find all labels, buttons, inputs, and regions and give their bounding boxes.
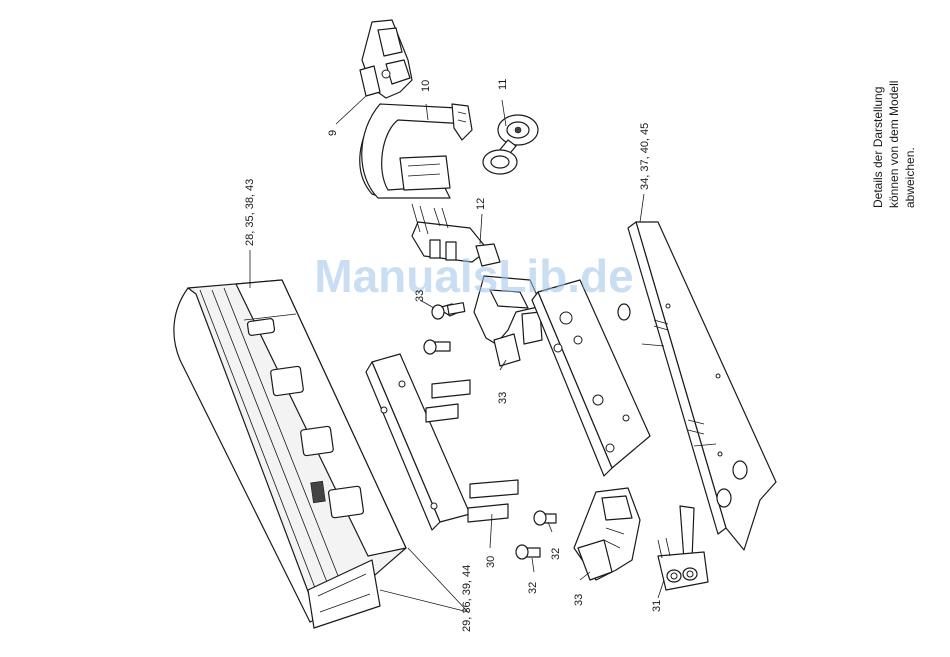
callout-28: 28, 35, 38, 43 <box>244 179 256 246</box>
callout-30: 30 <box>485 556 497 568</box>
callout-33-b: 33 <box>497 392 509 404</box>
note-line-1: Details der Darstellung <box>871 87 885 208</box>
part-9-coupler <box>360 20 412 98</box>
part-11-wheelset <box>483 115 538 174</box>
callout-32-a: 32 <box>527 582 539 594</box>
part-plate <box>532 280 650 476</box>
watermark: ManualsLib.de <box>314 250 633 302</box>
callout-11: 11 <box>497 79 509 90</box>
part-34-chassis <box>618 222 776 550</box>
callout-12: 12 <box>475 198 487 210</box>
part-33-screws <box>424 303 465 354</box>
part-31-coupler <box>658 506 708 590</box>
note-line-3: abweichen. <box>903 147 917 208</box>
callout-29: 29, 36, 39, 44 <box>461 565 473 632</box>
part-28-housing <box>174 280 406 628</box>
callout-33-c: 33 <box>573 594 585 606</box>
callout-10: 10 <box>420 80 432 92</box>
callout-33-a: 33 <box>414 290 426 302</box>
callout-32-b: 32 <box>550 548 562 560</box>
callout-34: 34, 37, 40, 45 <box>639 123 651 190</box>
part-33-lower-mount <box>574 488 640 580</box>
part-10-frame <box>360 104 472 198</box>
callout-9: 9 <box>327 130 339 136</box>
note-line-2: können von dem Modell <box>887 81 901 208</box>
note: Details der Darstellung können von dem M… <box>871 81 917 208</box>
callout-31: 31 <box>651 600 663 612</box>
